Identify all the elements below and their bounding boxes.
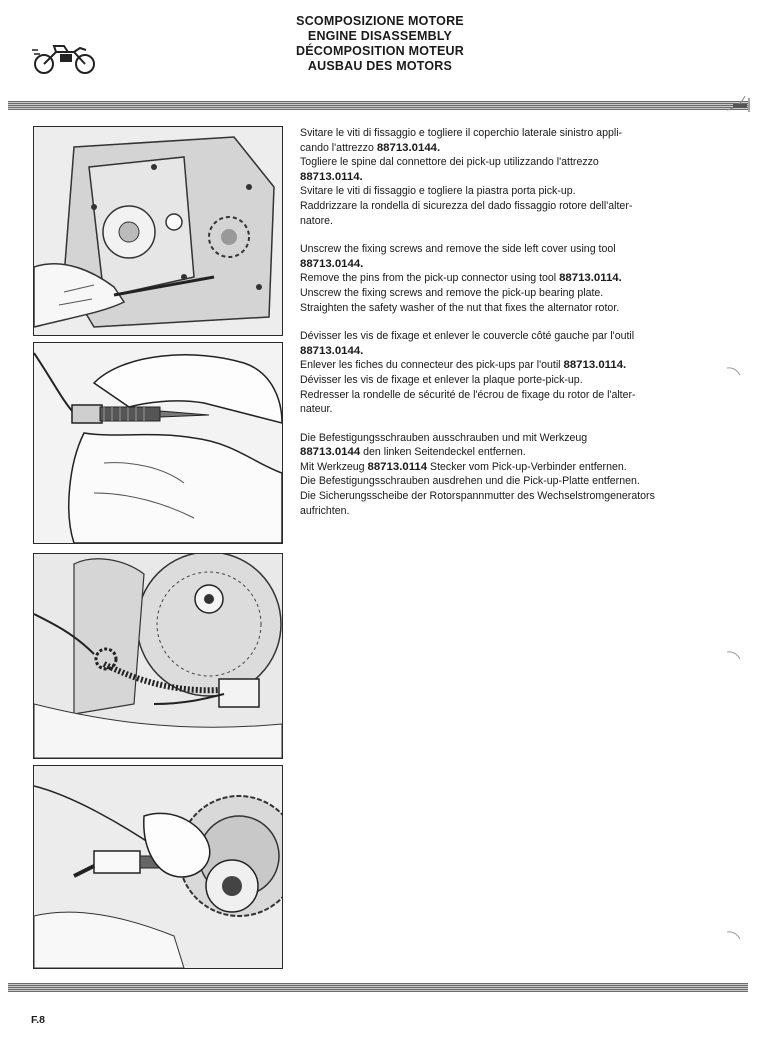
title-italian: SCOMPOSIZIONE MOTORE [296, 14, 464, 28]
text-line: Svitare le viti di fissaggio e togliere … [300, 185, 576, 198]
text-line: Remove the pins from the pick-up connect… [300, 272, 622, 285]
footer-rule [8, 983, 748, 992]
text-line: Straighten the safety washer of the nut … [300, 301, 620, 314]
text-line: Raddrizzare la rondella di sicurezza del… [300, 199, 633, 212]
text-line: 88713.0144. [300, 257, 364, 270]
margin-mark [727, 651, 741, 660]
paragraph-german: Die Befestigungsschrauben ausschrauben u… [300, 431, 685, 519]
title-english: ENGINE DISASSEMBLY [307, 29, 453, 43]
paragraph-italian: Svitare le viti di fissaggio e togliere … [300, 126, 685, 228]
page-title: SCOMPOSIZIONE MOTORE ENGINE DISASSEMBLY … [255, 14, 505, 74]
text-line: 88713.0144. [300, 344, 364, 357]
pick-up-connector-tool-photo [33, 342, 283, 544]
text-line: Togliere le spine dal connettore dei pic… [300, 156, 599, 169]
motorcycle-icon [30, 40, 100, 76]
instructions-text: Svitare le viti di fissaggio e togliere … [300, 126, 685, 532]
alternator-rotor-photo [33, 765, 283, 969]
header-rule [8, 101, 748, 110]
text-line: Unscrew the fixing screws and remove the… [300, 243, 616, 256]
paragraph-english: Unscrew the fixing screws and remove the… [300, 242, 685, 315]
text-line: natore. [300, 214, 333, 227]
title-french: DÉCOMPOSITION MOTEUR [296, 44, 464, 58]
text-line: Mit Werkzeug 88713.0114 Stecker vom Pick… [300, 460, 627, 473]
pick-up-plate-photo [33, 553, 283, 759]
text-line: Enlever les fiches du connecteur des pic… [300, 359, 627, 372]
title-german: AUSBAU DES MOTORS [307, 59, 453, 73]
page-edge-mark [725, 92, 751, 114]
text-line: Dévisser les vis de fixage et enlever la… [300, 373, 583, 386]
text-line: nateur. [300, 403, 333, 416]
text-line: Redresser la rondelle de sécurité de l'é… [300, 388, 636, 401]
engine-cover-photo [33, 126, 283, 336]
text-line: Svitare le viti di fissaggio e togliere … [300, 127, 623, 139]
text-line: Die Sicherungsscheibe der Rotorspannmutt… [300, 490, 655, 503]
text-line: Unscrew the fixing screws and remove the… [300, 286, 604, 299]
text-line: Die Befestigungsschrauben ausschrauben u… [300, 431, 588, 444]
margin-mark [727, 367, 741, 376]
margin-mark [727, 931, 741, 940]
text-line: Dévisser les vis de fixage et enlever le… [300, 330, 635, 343]
page-number: F.8 [31, 1014, 46, 1026]
paragraph-french: Dévisser les vis de fixage et enlever le… [300, 329, 685, 417]
text-line: Die Befestigungsschrauben ausdrehen und … [300, 475, 640, 488]
text-line: 88713.0114. [300, 170, 363, 183]
text-line: cando l'attrezzo 88713.0144. [300, 141, 441, 154]
text-line: 88713.0144 den linken Seitendeckel entfe… [300, 446, 526, 459]
text-line: aufrichten. [300, 504, 350, 517]
